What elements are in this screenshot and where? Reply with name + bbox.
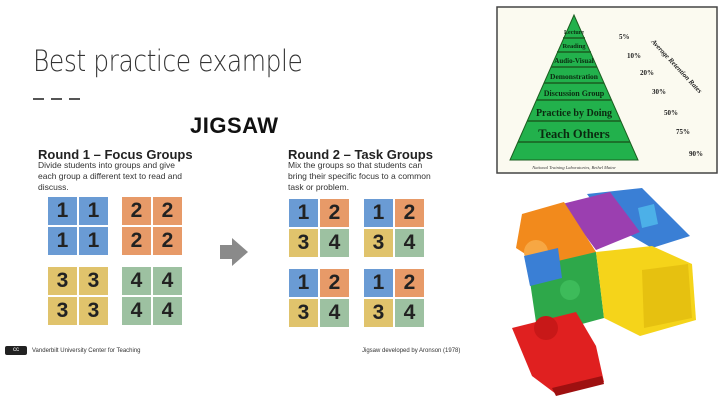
right-arrow-icon bbox=[220, 238, 248, 266]
jigsaw-heading: JIGSAW bbox=[190, 113, 279, 138]
puzzle-piece-purple bbox=[562, 192, 640, 250]
tile: 1 bbox=[48, 227, 77, 255]
pyramid-level-1: Lecture bbox=[564, 30, 584, 36]
task-group-4: 1 2 3 4 bbox=[364, 269, 424, 327]
pyramid-level-2: Reading bbox=[562, 43, 586, 50]
tile: 3 bbox=[364, 299, 393, 327]
pyramid-level-3: Audio-Visual bbox=[554, 57, 593, 65]
tile: 1 bbox=[364, 269, 393, 297]
tile: 1 bbox=[48, 197, 77, 225]
tile: 4 bbox=[122, 297, 151, 325]
tile: 1 bbox=[364, 199, 393, 227]
round2-description: Mix the groups so that students can brin… bbox=[288, 160, 431, 192]
tile: 2 bbox=[122, 197, 151, 225]
tile: 4 bbox=[153, 267, 182, 295]
task-group-1: 1 2 3 4 bbox=[289, 199, 349, 257]
tile: 4 bbox=[320, 299, 349, 327]
round2-title: Round 2 – Task Groups bbox=[288, 147, 433, 162]
pyramid-level-4: Demonstration bbox=[550, 72, 599, 81]
retention-75: 75% bbox=[676, 128, 690, 136]
tile: 2 bbox=[153, 197, 182, 225]
tile: 3 bbox=[79, 297, 108, 325]
focus-group-4: 4 4 4 4 bbox=[122, 267, 182, 325]
task-group-3: 1 2 3 4 bbox=[289, 269, 349, 327]
tile: 4 bbox=[320, 229, 349, 257]
retention-30: 30% bbox=[652, 88, 666, 96]
round1-description: Divide students into groups and give eac… bbox=[38, 160, 182, 192]
focus-group-3: 3 3 3 3 bbox=[48, 267, 108, 325]
tile: 2 bbox=[153, 227, 182, 255]
puzzle-house-image bbox=[512, 188, 696, 396]
retention-5: 5% bbox=[619, 33, 630, 41]
retention-90: 90% bbox=[689, 150, 703, 158]
puzzle-piece-lightblue bbox=[638, 204, 658, 228]
tile: 3 bbox=[289, 229, 318, 257]
tile: 4 bbox=[395, 299, 424, 327]
title-underline bbox=[33, 98, 80, 100]
tile: 3 bbox=[364, 229, 393, 257]
tile: 2 bbox=[122, 227, 151, 255]
tile: 1 bbox=[289, 269, 318, 297]
pyramid-source: National Training Laboratories, Bethel M… bbox=[531, 165, 615, 171]
retention-10: 10% bbox=[627, 52, 641, 60]
tile: 3 bbox=[48, 267, 77, 295]
tile: 1 bbox=[79, 197, 108, 225]
footer-credit-right: Jigsaw developed by Aronson (1978) bbox=[362, 348, 461, 354]
focus-group-2: 2 2 2 2 bbox=[122, 197, 182, 255]
slide-title: Best practice example bbox=[33, 44, 303, 78]
pyramid-level-6: Practice by Doing bbox=[536, 108, 612, 119]
tile: 4 bbox=[395, 229, 424, 257]
pyramid-level-5: Discussion Group bbox=[544, 89, 605, 98]
footer-credit-left: Vanderbilt University Center for Teachin… bbox=[32, 348, 141, 354]
learning-pyramid: Lecture Reading Audio-Visual Demonstrati… bbox=[496, 6, 718, 174]
tile: 3 bbox=[289, 299, 318, 327]
tile: 2 bbox=[320, 199, 349, 227]
tile: 2 bbox=[395, 269, 424, 297]
pyramid-level-7: Teach Others bbox=[538, 127, 610, 141]
cc-badge-text: cc bbox=[13, 347, 19, 353]
task-group-2: 1 2 3 4 bbox=[364, 199, 424, 257]
tile: 4 bbox=[153, 297, 182, 325]
retention-50: 50% bbox=[664, 109, 678, 117]
tile: 3 bbox=[48, 297, 77, 325]
round1-title: Round 1 – Focus Groups bbox=[38, 147, 193, 162]
tile: 2 bbox=[320, 269, 349, 297]
tile: 4 bbox=[122, 267, 151, 295]
tile: 3 bbox=[79, 267, 108, 295]
focus-group-1: 1 1 1 1 bbox=[48, 197, 108, 255]
pyramid-shape bbox=[509, 13, 639, 161]
tile: 1 bbox=[289, 199, 318, 227]
tile: 1 bbox=[79, 227, 108, 255]
retention-20: 20% bbox=[640, 69, 654, 77]
creative-commons-badge: cc bbox=[5, 346, 27, 355]
tile: 2 bbox=[395, 199, 424, 227]
